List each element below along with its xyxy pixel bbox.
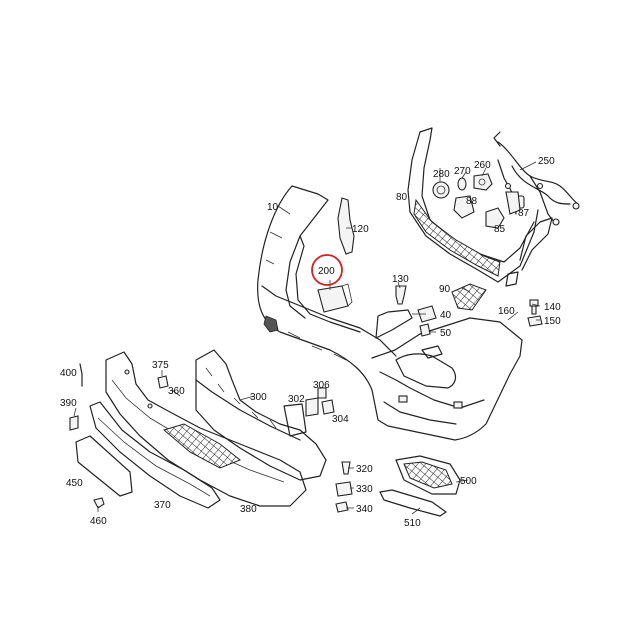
label-510: 510 — [404, 518, 421, 529]
label-370: 370 — [154, 500, 171, 511]
strip-400 — [79, 363, 83, 387]
bracket-304 — [321, 399, 335, 415]
label-10: 10 — [267, 202, 279, 213]
label-380: 380 — [240, 504, 257, 515]
clip-130 — [395, 285, 407, 305]
nut-340 — [335, 501, 349, 513]
bracket-40 — [417, 305, 437, 323]
label-90: 90 — [439, 284, 451, 295]
screw-460 — [93, 497, 105, 509]
label-460: 460 — [90, 516, 107, 527]
label-150: 150 — [544, 316, 561, 327]
sensor-330 — [335, 481, 353, 497]
label-80: 80 — [396, 192, 408, 203]
label-306: 306 — [313, 380, 330, 391]
part-labels: 10 120 200 130 40 50 90 160 140 150 80 2… — [60, 156, 561, 529]
bracket-302 — [305, 397, 319, 417]
bracket-306 — [317, 387, 327, 399]
license-plate-450 — [75, 435, 133, 497]
label-450: 450 — [66, 478, 83, 489]
lower-trim-380 — [105, 351, 307, 507]
fasteners-140-150 — [527, 299, 543, 327]
lower-spoiler-370 — [89, 401, 221, 509]
leader-lines — [73, 161, 541, 515]
label-280: 280 — [433, 169, 450, 180]
clip-390 — [69, 415, 79, 431]
fog-light-grille-500 — [395, 455, 461, 495]
label-400: 400 — [60, 368, 77, 379]
mesh-insert-90 — [451, 283, 487, 311]
clip-50 — [419, 323, 431, 337]
label-160: 160 — [498, 306, 515, 317]
label-320: 320 — [356, 464, 373, 475]
label-300: 300 — [250, 392, 267, 403]
label-87: 87 — [518, 208, 530, 219]
label-360: 360 — [168, 386, 185, 397]
bracket-120 — [337, 197, 355, 255]
label-304: 304 — [332, 414, 349, 425]
label-390: 390 — [60, 398, 77, 409]
label-120: 120 — [352, 224, 369, 235]
label-200: 200 — [318, 266, 335, 277]
label-40: 40 — [440, 310, 452, 321]
label-500: 500 — [460, 476, 477, 487]
label-260: 260 — [474, 160, 491, 171]
label-270: 270 — [454, 166, 471, 177]
label-88: 88 — [466, 196, 478, 207]
trim-510 — [379, 489, 447, 517]
label-375: 375 — [152, 360, 169, 371]
parking-sensor-parts — [432, 173, 521, 229]
clip-320 — [341, 461, 351, 475]
impact-absorber-300 — [195, 349, 327, 481]
label-140: 140 — [544, 302, 561, 313]
label-340: 340 — [356, 504, 373, 515]
sensor-wiring-harness — [493, 131, 580, 226]
label-302: 302 — [288, 394, 305, 405]
bumper-cover — [257, 185, 523, 441]
cap-375 — [157, 375, 169, 389]
label-330: 330 — [356, 484, 373, 495]
label-130: 130 — [392, 274, 409, 285]
grille-frame — [407, 127, 553, 287]
label-50: 50 — [440, 328, 452, 339]
label-85: 85 — [494, 224, 506, 235]
control-module-200 — [317, 280, 353, 313]
label-250: 250 — [538, 156, 555, 167]
highlight-circle — [311, 254, 343, 286]
